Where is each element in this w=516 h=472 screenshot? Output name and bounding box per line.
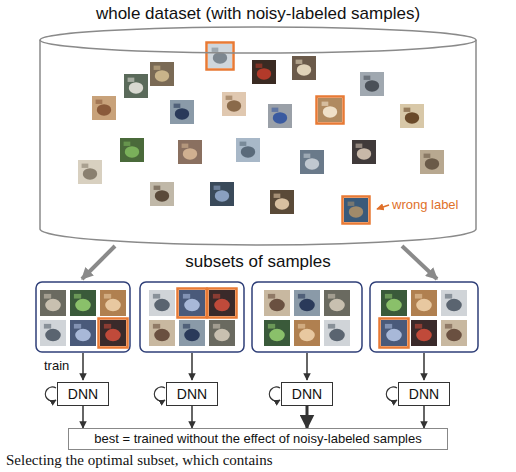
node-text: DNN	[409, 386, 439, 402]
sample-thumbnail	[70, 320, 96, 346]
sample-thumbnail	[381, 290, 407, 316]
noisy-sample-thumbnail	[178, 289, 207, 318]
sample-thumbnail	[252, 60, 276, 84]
sample-thumbnail	[268, 104, 292, 128]
sample-thumbnail	[324, 290, 350, 316]
sample-thumbnail	[441, 320, 467, 346]
sample-thumbnail	[120, 138, 144, 162]
sample-thumbnail	[352, 140, 376, 164]
sample-thumbnail	[78, 160, 102, 184]
result-arrow	[82, 406, 84, 428]
result-box: best = trained without the effect of noi…	[68, 428, 448, 450]
sample-thumbnail	[411, 320, 437, 346]
leader-arrow	[377, 205, 389, 209]
training-loops	[45, 387, 397, 401]
subset-box	[252, 282, 362, 352]
dataset-cylinder: whole dataset (with noisy-labeled sample…	[38, 4, 478, 254]
node-text: DNN	[292, 386, 322, 402]
training-loop	[45, 387, 56, 401]
result-arrow	[306, 406, 309, 428]
split-arrow	[82, 246, 115, 279]
sample-thumbnail	[270, 190, 294, 214]
train-arrow	[306, 353, 308, 380]
sample-thumbnail	[420, 150, 444, 174]
sample-thumbnail	[209, 320, 235, 346]
sample-thumbnail	[400, 104, 424, 128]
sample-thumbnail	[178, 140, 202, 164]
sample-thumbnail	[300, 150, 324, 174]
subset-box	[36, 282, 130, 352]
sample-thumbnail	[294, 320, 320, 346]
subset-box	[370, 282, 478, 352]
callout-label: wrong label	[392, 197, 459, 212]
sample-thumbnail	[441, 290, 467, 316]
training-loop	[154, 387, 165, 401]
noisy-sample-thumbnail	[343, 197, 370, 224]
sample-thumbnail	[179, 320, 205, 346]
noisy-sample-thumbnail	[207, 43, 234, 70]
cylinder-outline	[38, 4, 478, 254]
noisy-sample-thumbnail	[380, 319, 409, 348]
sample-thumbnail	[294, 290, 320, 316]
noisy-sample-thumbnail	[99, 319, 128, 348]
section-label: subsets of samples	[185, 252, 331, 272]
train-arrow	[82, 353, 84, 380]
subset-thumbnails	[40, 289, 467, 348]
sample-thumbnail	[40, 320, 66, 346]
sample-thumbnail	[124, 74, 148, 98]
sample-thumbnail	[264, 320, 290, 346]
sample-thumbnails	[78, 43, 444, 224]
node-text: best = trained without the effect of noi…	[94, 431, 421, 447]
dnn-box: DNN	[281, 382, 333, 406]
sample-thumbnail	[150, 182, 174, 206]
training-loop	[269, 387, 280, 401]
sample-thumbnail	[100, 290, 126, 316]
sample-thumbnail	[210, 182, 234, 206]
sample-thumbnail	[40, 290, 66, 316]
sample-thumbnail	[411, 290, 437, 316]
sample-thumbnail	[149, 290, 175, 316]
dnn-box: DNN	[166, 382, 218, 406]
sample-thumbnail	[236, 138, 260, 162]
sample-thumbnail	[292, 56, 316, 80]
split-arrow	[402, 246, 437, 279]
result-arrow	[423, 406, 425, 428]
figure-caption: Selecting the optimal subset, which cont…	[6, 452, 273, 469]
sample-thumbnail	[149, 320, 175, 346]
train-arrow	[191, 353, 193, 380]
sample-thumbnail	[170, 100, 194, 124]
node-text: whole dataset (with noisy-labeled sample…	[96, 4, 420, 24]
sample-thumbnail	[324, 320, 350, 346]
node-text: DNN	[177, 386, 207, 402]
training-loop	[386, 387, 397, 401]
noisy-sample-thumbnail	[208, 289, 237, 318]
sample-thumbnail	[360, 72, 384, 96]
result-arrow	[191, 406, 193, 428]
noisy-sample-thumbnail	[317, 97, 344, 124]
node-text: DNN	[68, 386, 98, 402]
sample-thumbnail	[150, 62, 174, 86]
sample-thumbnail	[264, 290, 290, 316]
sample-thumbnail	[70, 290, 96, 316]
train-arrow	[423, 353, 425, 380]
sample-thumbnail	[222, 92, 246, 116]
step-label: train	[44, 358, 69, 373]
dnn-box: DNN	[398, 382, 450, 406]
sample-thumbnail	[92, 96, 116, 120]
subset-box	[140, 282, 244, 352]
dnn-box: DNN	[57, 382, 109, 406]
